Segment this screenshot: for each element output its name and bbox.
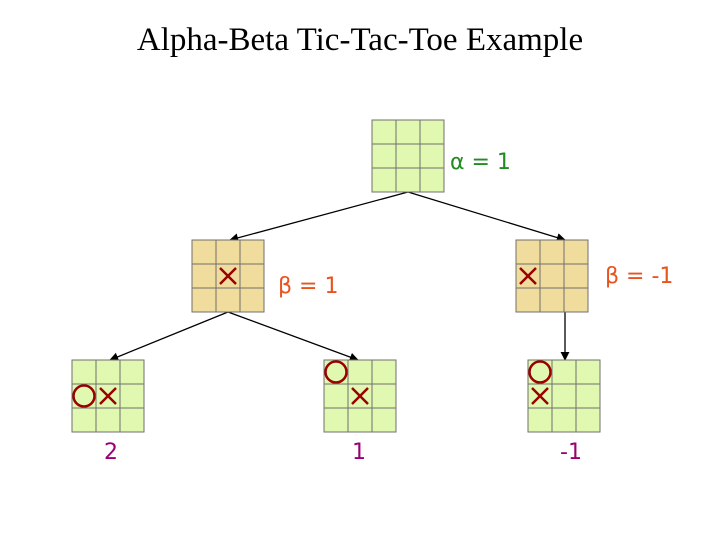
leaf-value-1: 2 [104, 440, 118, 465]
edge-left-leaf2 [227, 311, 359, 362]
board-cell [527, 359, 553, 385]
board-cell [371, 383, 397, 409]
board-cell [539, 287, 565, 313]
board-cell [371, 359, 397, 385]
x-mark [531, 387, 549, 405]
board-cell [71, 359, 97, 385]
board-cell [419, 119, 445, 145]
board-cell [551, 383, 577, 409]
board-cell [119, 359, 145, 385]
board-cell [551, 407, 577, 433]
board-right [515, 239, 589, 313]
board-cell [395, 119, 421, 145]
board-cell [71, 383, 97, 409]
beta-label-left: β = 1 [278, 274, 339, 299]
board-cell [371, 407, 397, 433]
o-mark [72, 384, 96, 408]
leaf-value-2: 1 [352, 440, 366, 465]
board-cell [527, 407, 553, 433]
board-cell [347, 359, 373, 385]
x-mark [219, 267, 237, 285]
leaf-value-3: -1 [560, 440, 582, 465]
board-cell [575, 359, 601, 385]
o-mark [528, 360, 552, 384]
board-cell [395, 167, 421, 193]
x-mark [519, 267, 537, 285]
board-cell [239, 287, 265, 313]
board-cell [371, 167, 397, 193]
board-cell [215, 239, 241, 265]
board-cell [551, 359, 577, 385]
alpha-label: α = 1 [450, 150, 511, 175]
board-cell [515, 287, 541, 313]
board-cell [95, 407, 121, 433]
board-cell [539, 263, 565, 289]
board-left [191, 239, 265, 313]
board-leaf2 [323, 359, 397, 433]
board-cell [575, 407, 601, 433]
board-cell [419, 167, 445, 193]
board-cell [119, 383, 145, 409]
board-cell [563, 263, 589, 289]
board-cell [95, 359, 121, 385]
board-cell [323, 359, 349, 385]
board-root [371, 119, 445, 193]
board-cell [323, 383, 349, 409]
x-mark [99, 387, 117, 405]
board-cell [539, 239, 565, 265]
edge-root-left [229, 191, 409, 243]
board-cell [191, 263, 217, 289]
x-mark [351, 387, 369, 405]
board-cell [215, 287, 241, 313]
board-cell [323, 407, 349, 433]
board-cell [239, 263, 265, 289]
beta-label-right: β = -1 [605, 264, 674, 289]
board-cell [347, 407, 373, 433]
board-leaf1 [71, 359, 145, 433]
board-cell [515, 239, 541, 265]
board-cell [563, 287, 589, 313]
board-cell [71, 407, 97, 433]
o-mark [324, 360, 348, 384]
board-leaf3 [527, 359, 601, 433]
board-cell [371, 119, 397, 145]
board-cell [395, 143, 421, 169]
board-cell [575, 383, 601, 409]
board-cell [239, 239, 265, 265]
board-cell [419, 143, 445, 169]
edge-left-leaf1 [109, 311, 229, 362]
board-cell [563, 239, 589, 265]
board-cell [191, 287, 217, 313]
board-cell [119, 407, 145, 433]
board-cell [371, 143, 397, 169]
page-title: Alpha-Beta Tic-Tac-Toe Example [136, 22, 584, 58]
board-cell [191, 239, 217, 265]
edge-root-right [407, 191, 566, 242]
